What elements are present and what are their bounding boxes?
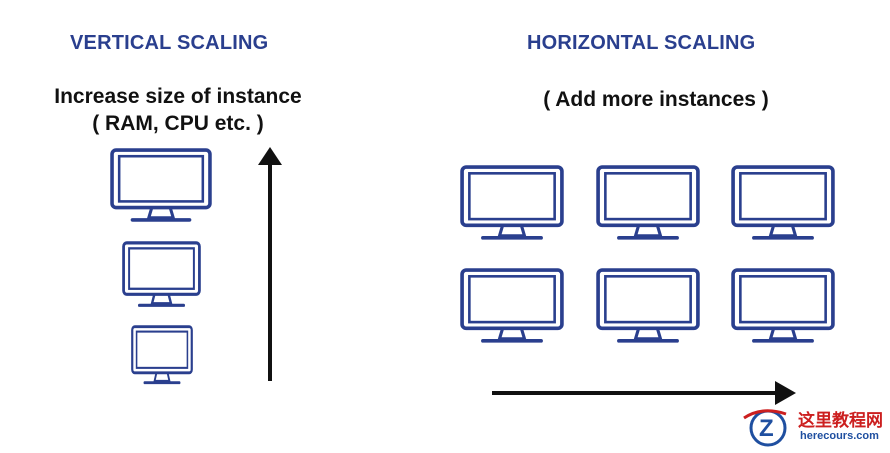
vertical-scaling-description: Increase size of instance ( RAM, CPU etc… xyxy=(28,83,328,137)
horizontal-scaling-title: HORIZONTAL SCALING xyxy=(527,32,756,54)
vertical-description-line2: ( RAM, CPU etc. ) xyxy=(92,112,264,135)
monitor-icon-row1-col3 xyxy=(731,165,835,242)
watermark: Z 这里教程网 herecours.com xyxy=(742,404,888,448)
monitor-icon-row2-col3 xyxy=(731,268,835,345)
vertical-description-line1: Increase size of instance xyxy=(54,85,302,108)
monitor-icon-small xyxy=(131,325,193,386)
watermark-name: 这里教程网 xyxy=(798,411,883,431)
monitor-icon-row1-col1 xyxy=(460,165,564,242)
monitor-icon-row1-col2 xyxy=(596,165,700,242)
arrow-up-icon xyxy=(258,147,282,381)
monitor-icon-row2-col1 xyxy=(460,268,564,345)
z-logo-icon: Z xyxy=(743,409,787,447)
vertical-scaling-title: VERTICAL SCALING xyxy=(70,32,269,54)
monitor-icon-row2-col2 xyxy=(596,268,700,345)
monitor-icon-medium xyxy=(122,241,201,309)
horizontal-scaling-description: ( Add more instances ) xyxy=(543,88,769,111)
arrow-right-icon xyxy=(492,381,796,405)
monitor-icon-large xyxy=(110,148,212,224)
svg-text:Z: Z xyxy=(759,415,774,442)
watermark-url: herecours.com xyxy=(800,430,879,442)
